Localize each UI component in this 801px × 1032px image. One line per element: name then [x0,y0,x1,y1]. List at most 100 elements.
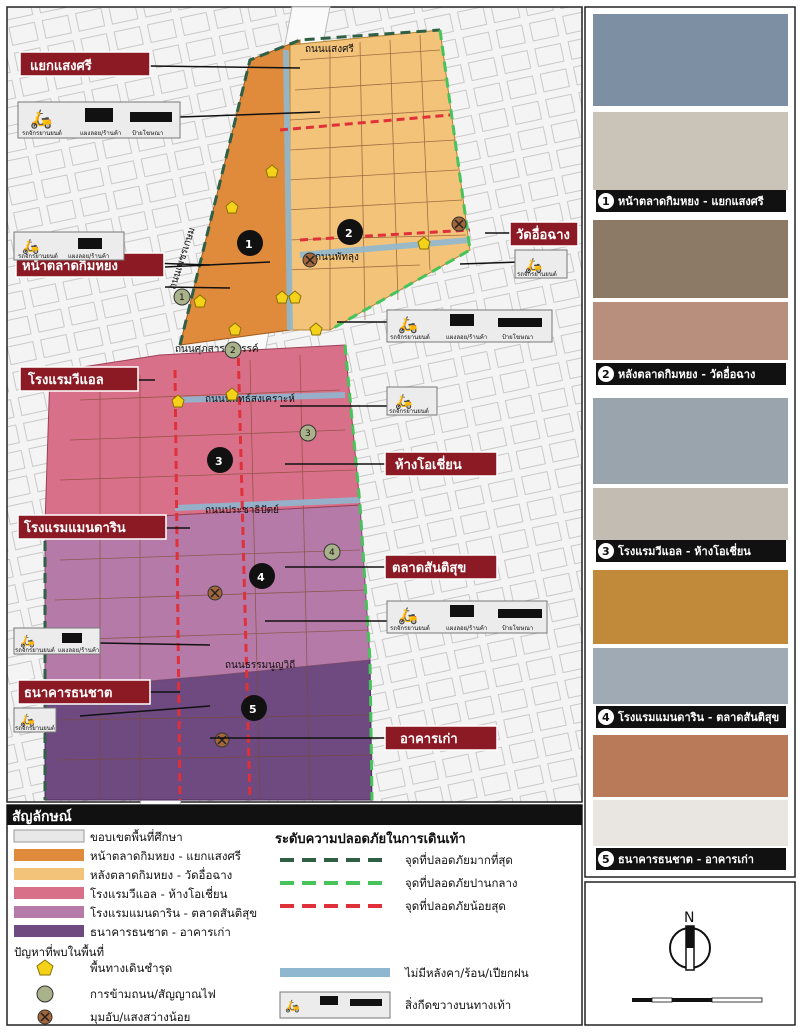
motorcycle-icon: 🛵 [285,999,300,1013]
photo-caption-1: 1 หน้าตลาดกิมหยง - แยกแสงศรี [596,190,786,212]
pentagon-icon [36,959,54,976]
svg-text:N: N [684,910,694,926]
obstacle-box-c: 🛵 รถจักรยานยนต์ [514,249,568,279]
motorcycle-icon: 🛵 [395,393,413,410]
zone-label-7: ตลาดสันติสุข [384,554,498,580]
zone-number-markers: 1 2 3 4 5 [207,219,363,721]
svg-text:ธนาคารธนชาต - อาคารเก่า: ธนาคารธนชาต - อาคารเก่า [618,853,754,866]
street-label-1: ถนนแสงศรี [305,43,355,55]
svg-text:แผงลอย/ร้านค้า: แผงลอย/ร้านค้า [80,130,121,137]
svg-text:จุดที่ปลอดภัยมากที่สุด: จุดที่ปลอดภัยมากที่สุด [405,852,513,867]
svg-text:4: 4 [257,571,265,584]
svg-text:โรงแรมแมนดาริน: โรงแรมแมนดาริน [23,519,126,536]
obstacle-box-b: 🛵 รถจักรยานยนต์ แผงลอย/ร้านค้า [13,231,125,261]
svg-text:ธนาคารธนชาต: ธนาคารธนชาต [24,686,113,701]
svg-text:ป้ายโฆษณา: ป้ายโฆษณา [502,624,533,632]
svg-text:หน้าตลาดกิมหยง - แยกแสงศรี: หน้าตลาดกิมหยง - แยกแสงศรี [90,849,241,863]
motorcycle-icon: 🛵 [30,109,52,130]
svg-text:โรงแรมวีแอล - ห้างโอเชี่ยน: โรงแรมวีแอล - ห้างโอเชี่ยน [90,886,228,901]
no-roof-sidewalks [174,49,471,511]
svg-text:รถจักรยานยนต์: รถจักรยานยนต์ [390,624,430,632]
street-label-7: ถนนพัทลุง [315,252,359,263]
svg-text:จุดที่ปลอดภัยน้อยสุด: จุดที่ปลอดภัยน้อยสุด [405,898,506,913]
svg-text:4: 4 [329,548,335,558]
svg-text:แผงลอย/ร้านค้า: แผงลอย/ร้านค้า [446,625,487,632]
motorcycle-icon: 🛵 [22,238,40,255]
problems-title: ปัญหาที่พบในพื้นที่ [14,944,104,959]
svg-text:ขอบเขตพื้นที่ศึกษา: ขอบเขตพื้นที่ศึกษา [90,829,183,844]
street-label-4: ถนนนิพัทธ์สงเคราะห์ [205,393,295,405]
obstacle-box-a: 🛵 รถจักรยานยนต์ แผงลอย/ร้านค้า ป้ายโฆษณา [17,101,181,139]
photo-caption-5: 5 ธนาคารธนชาต - อาคารเก่า [596,848,786,870]
svg-text:แผงลอย/ร้านค้า: แผงลอย/ร้านค้า [446,334,487,341]
svg-text:รถจักรยานยนต์: รถจักรยานยนต์ [15,646,55,654]
obstacle-box-e: 🛵 รถจักรยานยนต์ [386,386,438,416]
legend-problems: พื้นทางเดินชำรุด การข้ามถนน/สัญญาณไฟ มุม… [36,959,216,1025]
street-label-5: ถนนประชาธิปัตย์ [205,504,279,516]
svg-text:1: 1 [179,293,185,303]
svg-text:รถจักรยานยนต์: รถจักรยานยนต์ [18,252,58,260]
scale-bar [632,997,763,1003]
legend-no-roof: ไม่มีหลังคา/ร้อน/เปียกฝน [280,966,529,980]
motorcycle-icon: 🛵 [398,606,418,625]
svg-text:ห้างโอเชี่ยน: ห้างโอเชี่ยน [395,455,462,473]
north-arrow-icon: N [669,910,711,971]
svg-text:1: 1 [245,238,253,251]
obstacle-box-f: 🛵 รถจักรยานยนต์ แผงลอย/ร้านค้า ป้ายโฆษณา [386,600,548,634]
zone-label-9: อาคารเก่า [384,725,498,751]
motorcycle-icon: 🛵 [20,634,35,648]
obstacle-box-h: 🛵 รถจักรยานยนต์ [13,707,57,733]
zone-label-8: ธนาคารธนชาต [17,679,151,705]
crossing-markers: 1 2 3 4 [173,288,341,561]
svg-text:2: 2 [602,368,610,381]
svg-text:แผงลอย/ร้านค้า: แผงลอย/ร้านค้า [68,253,109,260]
svg-text:แยกแสงศรี: แยกแสงศรี [30,58,92,74]
svg-text:จุดที่ปลอดภัยปานกลาง: จุดที่ปลอดภัยปานกลาง [405,875,518,890]
motorcycle-icon: 🛵 [525,257,543,274]
svg-text:มุมอับ/แสงสว่างน้อย: มุมอับ/แสงสว่างน้อย [90,1010,190,1024]
leader-lines [79,65,521,739]
svg-text:1: 1 [602,195,610,208]
zone-label-1: แยกแสงศรี [19,51,151,77]
svg-text:5: 5 [602,853,610,866]
svg-text:2: 2 [230,346,236,356]
legend-safety: จุดที่ปลอดภัยมากที่สุด จุดที่ปลอดภัยปานก… [280,852,518,913]
svg-text:หน้าตลาดกิมหยง: หน้าตลาดกิมหยง [22,258,118,274]
svg-text:3: 3 [602,545,610,558]
svg-text:วัดอื่อฉาง: วัดอื่อฉาง [516,225,570,243]
svg-text:อาคารเก่า: อาคารเก่า [400,732,458,747]
motorcycle-icon: 🛵 [398,315,418,334]
svg-text:โรงแรมวีแอล - ห้างโอเชี่ยน: โรงแรมวีแอล - ห้างโอเชี่ยน [617,543,751,558]
circle-icon [36,985,54,1003]
photo-caption-2: 2 หลังตลาดกิมหยง - วัดอื่อฉาง [596,363,786,385]
svg-text:หน้าตลาดกิมหยง - แยกแสงศรี: หน้าตลาดกิมหยง - แยกแสงศรี [618,195,764,208]
svg-text:4: 4 [602,711,610,724]
legend-header [7,805,582,825]
svg-text:โรงแรมแมนดาริน - ตลาดสันติสุข: โรงแรมแมนดาริน - ตลาดสันติสุข [90,906,257,920]
zone-label-5: ห้างโอเชี่ยน [384,451,498,477]
obstacle-box-d: 🛵 รถจักรยานยนต์ แผงลอย/ร้านค้า ป้ายโฆษณา [386,309,553,343]
dark-corner-markers [207,216,467,748]
legend-zones: ขอบเขตพื้นที่ศึกษา หน้าตลาดกิมหยง - แยกแ… [13,829,257,939]
street-label-6: ถนนธรรมนูญวิถี [225,659,295,671]
svg-text:พื้นทางเดินชำรุด: พื้นทางเดินชำรุด [90,960,172,975]
obstacle-box-g: 🛵 รถจักรยานยนต์ แผงลอย/ร้านค้า [13,627,101,655]
photo-caption-3: 3 โรงแรมวีแอล - ห้างโอเชี่ยน [596,540,786,562]
photo-caption-4: 4 โรงแรมแมนดาริน - ตลาดสันติสุข [596,706,786,728]
motorcycle-icon: 🛵 [20,713,35,727]
svg-text:ไม่มีหลังคา/ร้อน/เปียกฝน: ไม่มีหลังคา/ร้อน/เปียกฝน [404,966,529,980]
safety-lines [43,28,472,801]
svg-text:3: 3 [305,429,311,439]
svg-text:ตลาดสันติสุข: ตลาดสันติสุข [392,561,466,576]
svg-text:การข้ามถนน/สัญญาณไฟ: การข้ามถนน/สัญญาณไฟ [90,987,216,1001]
cross-circle-icon [37,1009,53,1025]
legend-obstacles: 🛵 สิ่งกีดขวางบนทางเท้า [279,991,511,1019]
svg-text:รถจักรยานยนต์: รถจักรยานยนต์ [517,270,557,278]
street-label-3: ถนนศุภสารรังสรรค์ [175,343,259,355]
svg-text:ป้ายโฆษณา: ป้ายโฆษณา [502,333,533,341]
safety-title: ระดับความปลอดภัยในการเดินเท้า [275,830,466,847]
svg-text:หลังตลาดกิมหยง - วัดอื่อฉาง: หลังตลาดกิมหยง - วัดอื่อฉาง [618,366,755,381]
photo-column [593,14,788,846]
svg-text:โรงแรมแมนดาริน - ตลาดสันติสุข: โรงแรมแมนดาริน - ตลาดสันติสุข [617,710,779,725]
